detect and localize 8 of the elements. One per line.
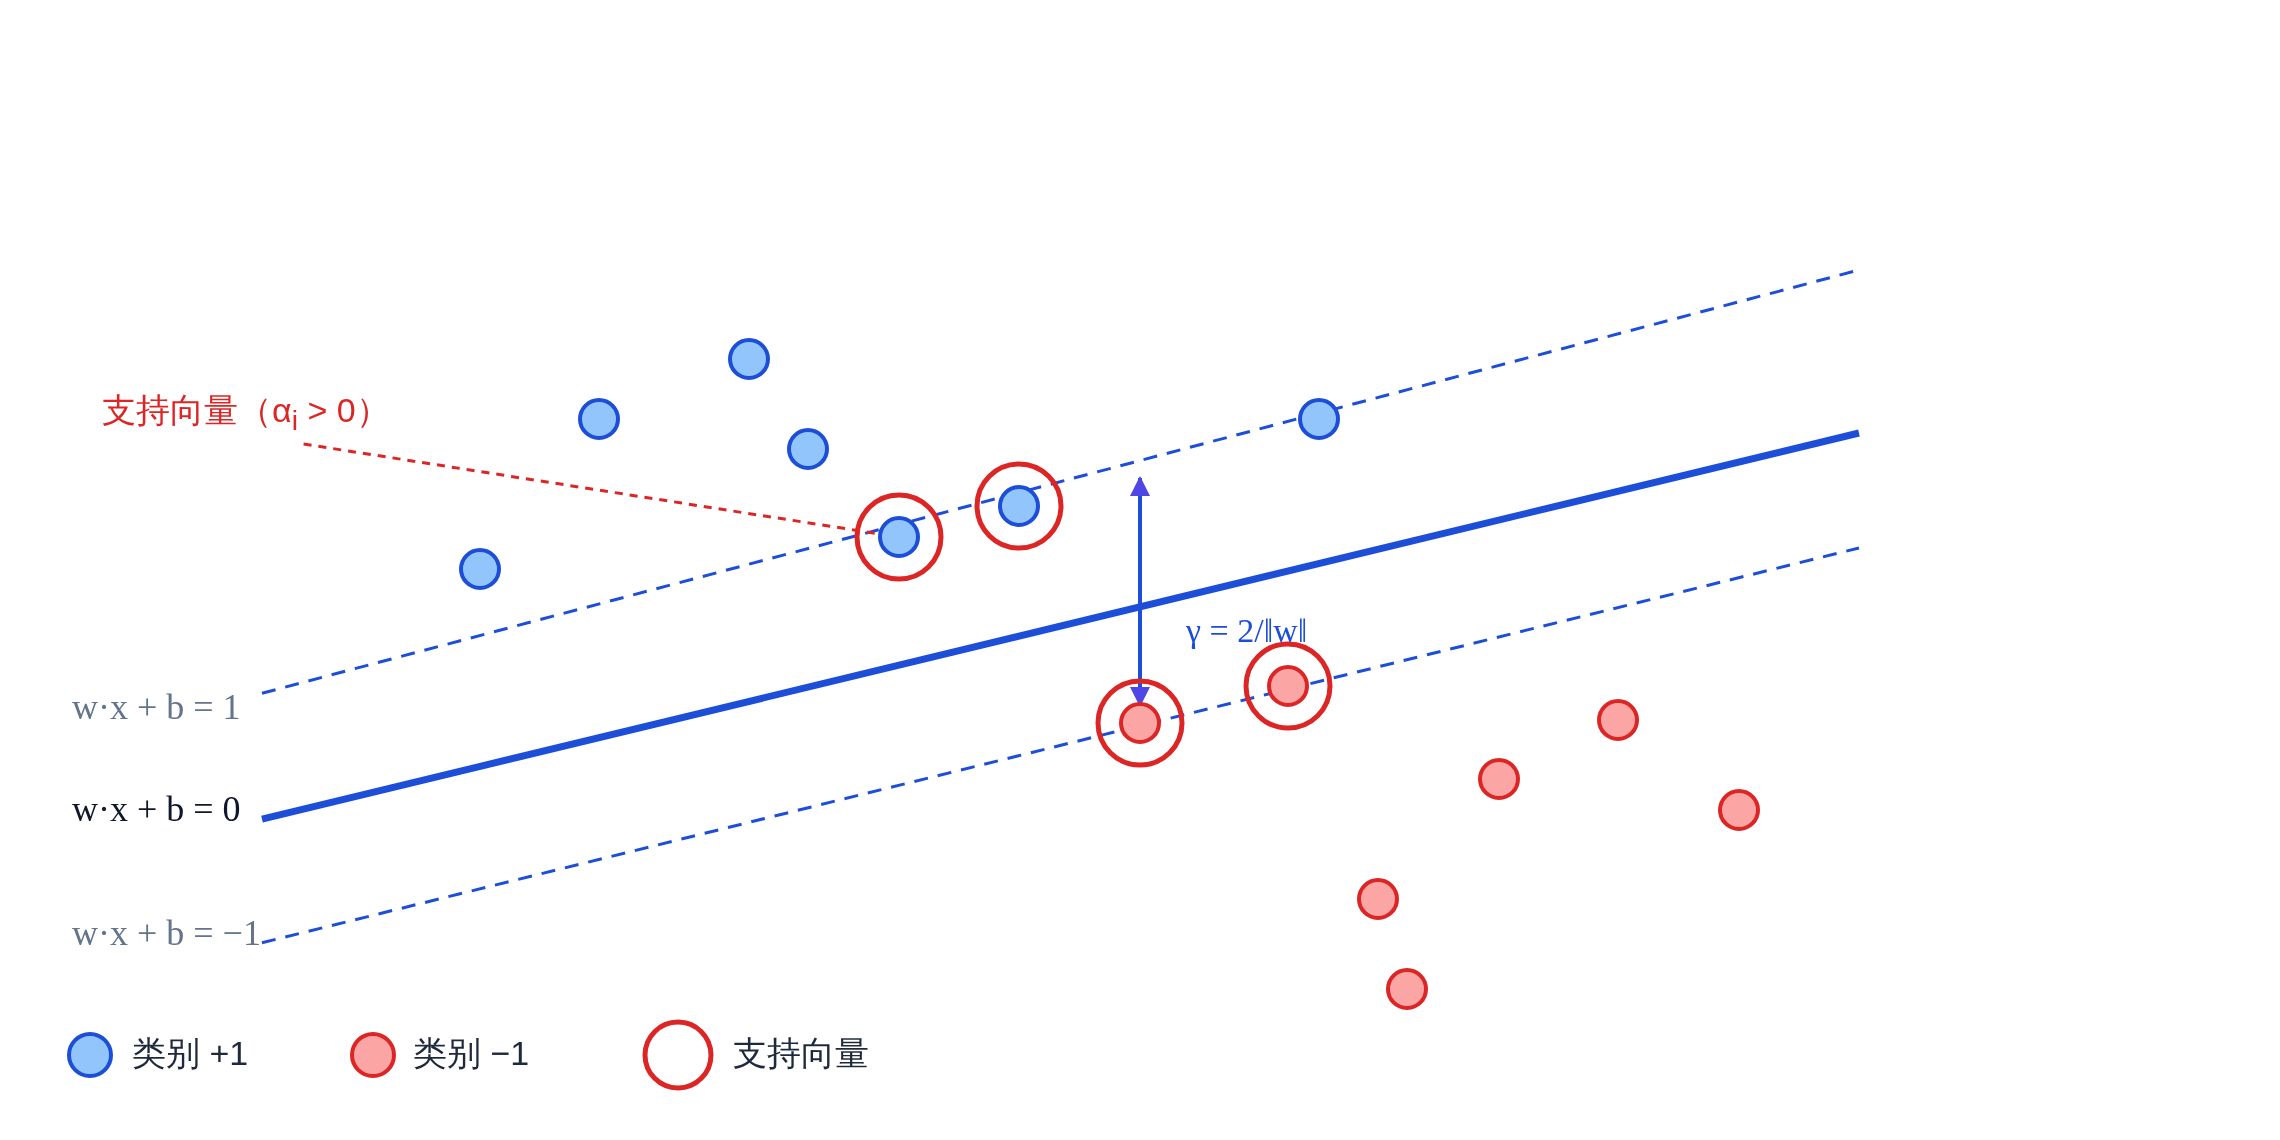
equation-label: w·x + b = 1 bbox=[72, 688, 241, 728]
equation-label: w·x + b = 0 bbox=[72, 790, 241, 830]
equation-label: w·x + b = −1 bbox=[72, 914, 261, 954]
callout-label: 支持向量（α$_{i}$ > 0） bbox=[102, 392, 390, 436]
margin-label: γ = 2/‖w‖ bbox=[1186, 612, 1308, 650]
legend-label: 类别 +1 bbox=[132, 1035, 249, 1073]
legend-label: 支持向量 bbox=[733, 1035, 869, 1073]
legend-label: 类别 −1 bbox=[413, 1035, 530, 1073]
